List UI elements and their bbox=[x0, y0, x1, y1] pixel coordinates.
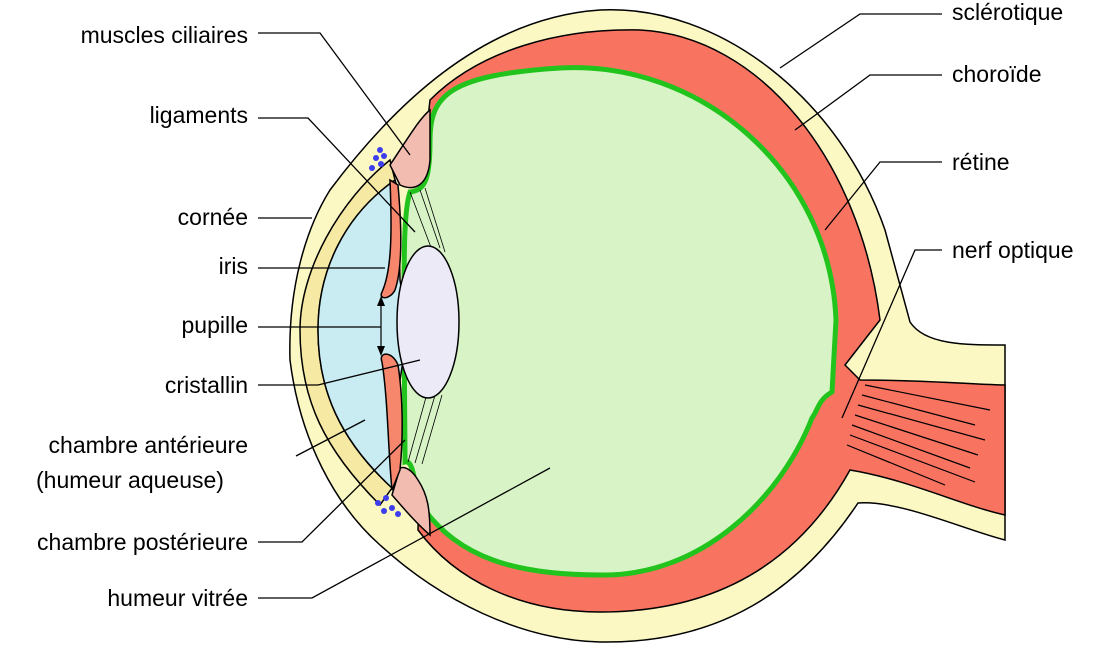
canal-dots-top bbox=[369, 147, 387, 171]
label-choroide: choroïde bbox=[952, 61, 1042, 87]
leader-lines bbox=[258, 13, 942, 599]
leader-nerf-optique bbox=[841, 249, 942, 419]
ciliary-muscle-bottom bbox=[391, 466, 431, 537]
label-cornee: cornée bbox=[178, 204, 248, 230]
label-nerf-optique: nerf optique bbox=[952, 237, 1073, 263]
label-muscles-ciliaires: muscles ciliaires bbox=[81, 22, 248, 48]
leader-chambre-anterieure bbox=[295, 419, 366, 457]
leader-humeur-vitree bbox=[258, 467, 551, 599]
leader-ligaments bbox=[258, 117, 416, 233]
label-humeur-vitree: humeur vitrée bbox=[107, 585, 248, 611]
leader-cristallin bbox=[258, 359, 421, 386]
label-chambre-posterieure: chambre postérieure bbox=[37, 529, 248, 555]
label-chambre-anterieure-line1: chambre antérieure bbox=[49, 432, 248, 458]
leader-muscles-ciliaires bbox=[258, 32, 411, 156]
label-iris: iris bbox=[219, 253, 248, 279]
iris-bottom bbox=[380, 353, 403, 491]
ciliary-muscle-top bbox=[389, 108, 431, 189]
iris-top bbox=[380, 178, 402, 299]
canal-dots-bottom bbox=[375, 495, 401, 517]
label-pupille: pupille bbox=[182, 312, 249, 338]
label-retine: rétine bbox=[952, 149, 1010, 175]
leader-retine bbox=[824, 161, 942, 231]
label-sclerotique: sclérotique bbox=[952, 0, 1063, 25]
lens bbox=[396, 245, 460, 399]
label-cristallin: cristallin bbox=[165, 372, 248, 398]
label-ligaments: ligaments bbox=[150, 102, 248, 128]
pupil-arrow bbox=[377, 296, 385, 356]
ligaments bbox=[407, 187, 446, 465]
label-chambre-anterieure-line2: (humeur aqueuse) bbox=[36, 467, 224, 493]
optic-nerve-fibers bbox=[846, 384, 991, 486]
leader-sclerotique bbox=[779, 13, 942, 69]
leader-choroide bbox=[794, 74, 942, 131]
leader-chambre-posterieure bbox=[258, 439, 406, 543]
